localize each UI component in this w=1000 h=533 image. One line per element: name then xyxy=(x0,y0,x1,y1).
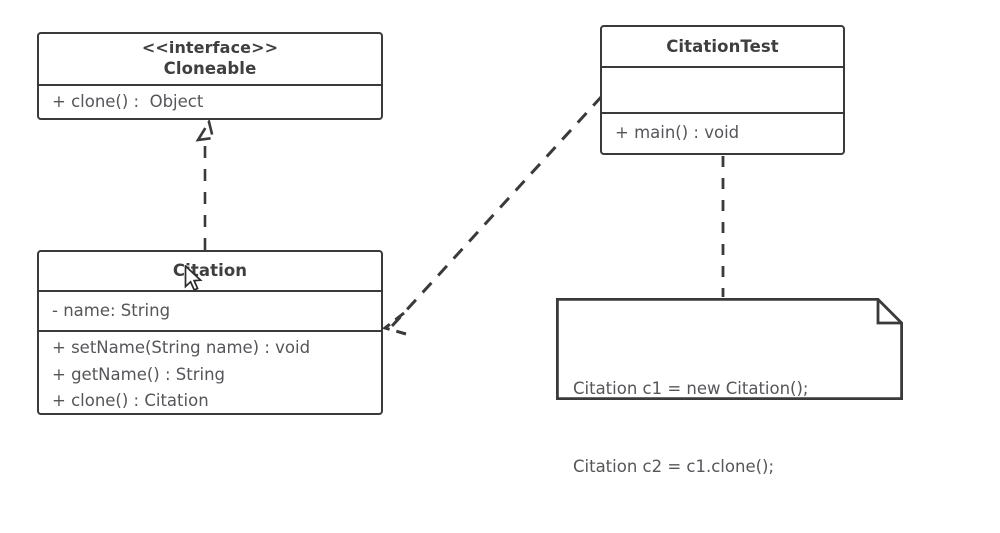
class-operations-citationtest: + main() : void xyxy=(602,112,843,152)
attribute-item: - name: String xyxy=(52,300,171,320)
class-header-citationtest: CitationTest xyxy=(602,27,843,66)
hollow-triangle-arrowhead xyxy=(195,118,215,142)
note-line: Citation c2 = c1.clone(); xyxy=(573,457,775,477)
dependency-connector xyxy=(381,94,604,336)
class-stereotype-cloneable: <<interface>> xyxy=(141,37,279,57)
class-attributes-citationtest xyxy=(602,66,843,112)
note-text-content: Citation c1 = new Citation(); Citation c… xyxy=(573,324,809,533)
diagram-canvas: <<interface>> Cloneable + clone() : Obje… xyxy=(37,25,903,476)
class-header-cloneable: <<interface>> Cloneable xyxy=(39,34,381,84)
note-box-code[interactable]: Citation c1 = new Citation(); Citation c… xyxy=(556,298,903,476)
class-name-citationtest: CitationTest xyxy=(666,36,779,56)
class-box-cloneable[interactable]: <<interface>> Cloneable + clone() : Obje… xyxy=(37,32,383,120)
class-header-citation: Citation xyxy=(39,252,381,290)
dependency-dashed-line xyxy=(390,94,604,328)
operation-item: + setName(String name) : void xyxy=(52,337,311,357)
operation-item: + clone() : Citation xyxy=(52,391,209,411)
operation-item: + clone() : Object xyxy=(52,91,204,111)
class-operations-cloneable: + clone() : Object xyxy=(39,83,381,120)
operation-item: + getName() : String xyxy=(52,364,226,384)
note-outline xyxy=(556,298,903,400)
note-fold-corner-icon xyxy=(876,299,902,325)
connector-layer xyxy=(195,94,725,336)
note-line: Citation c1 = new Citation(); xyxy=(573,379,809,399)
class-name-citation: Citation xyxy=(172,261,248,281)
operation-item: + main() : void xyxy=(615,122,740,142)
realization-connector xyxy=(195,118,215,250)
class-box-citationtest[interactable]: CitationTest + main() : void xyxy=(600,25,845,155)
note-shape xyxy=(556,298,903,400)
class-operations-citation: + setName(String name) : void + getName(… xyxy=(39,330,381,412)
class-box-citation[interactable]: Citation - name: String + setName(String… xyxy=(37,250,383,415)
class-attributes-citation: - name: String xyxy=(39,290,381,330)
class-name-cloneable: Cloneable xyxy=(163,59,257,79)
open-arrowhead xyxy=(381,311,407,336)
